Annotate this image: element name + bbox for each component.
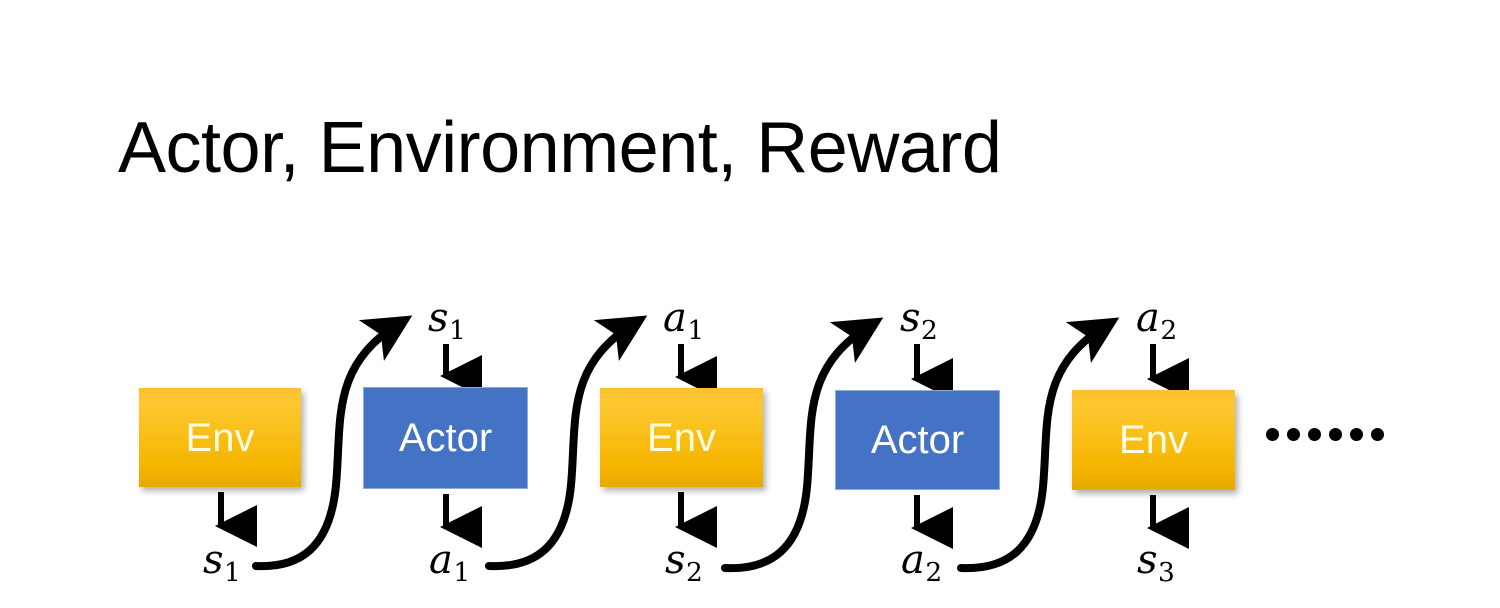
- node-env-2-label: Env: [647, 415, 716, 460]
- node-actor-1[interactable]: Actor: [363, 387, 528, 489]
- curve-a2-feedback: [957, 317, 1120, 573]
- label-top-s2: s2: [900, 298, 938, 344]
- ellipsis-dot: [1350, 428, 1363, 441]
- label-bottom-a2: a2: [901, 540, 942, 586]
- node-actor-1-label: Actor: [398, 416, 493, 460]
- label-top-s2-symbol: s: [900, 295, 921, 341]
- page-title: Actor, Environment, Reward: [118, 108, 1002, 188]
- label-bottom-a2-subscript: 2: [925, 556, 943, 588]
- node-env-2[interactable]: Env: [600, 388, 763, 487]
- label-top-a1: a1: [663, 298, 704, 344]
- label-top-a2-symbol: a: [1136, 295, 1160, 341]
- curve-a1-feedback: [485, 315, 648, 571]
- node-env-1-label: Env: [185, 415, 255, 460]
- curve-s1-feedback: [252, 315, 413, 571]
- label-bottom-s1-symbol: s: [203, 537, 224, 583]
- label-top-a2-subscript: 2: [1160, 314, 1178, 346]
- node-actor-2-label: Actor: [870, 418, 965, 462]
- ellipsis-dot: [1287, 428, 1300, 441]
- node-env-1[interactable]: Env: [139, 388, 301, 487]
- label-top-s1-subscript: 1: [449, 314, 466, 346]
- node-env-3[interactable]: Env: [1072, 390, 1235, 490]
- label-bottom-a2-symbol: a: [901, 537, 925, 583]
- label-bottom-s1: s1: [203, 540, 241, 586]
- label-top-s1-symbol: s: [428, 295, 449, 341]
- curve-s2-feedback: [721, 317, 884, 573]
- label-bottom-s3: s3: [1137, 540, 1175, 586]
- label-bottom-s2-subscript: 2: [686, 556, 703, 588]
- label-top-s2-subscript: 2: [921, 314, 938, 346]
- label-bottom-a1: a1: [429, 540, 470, 586]
- label-bottom-s2-symbol: s: [665, 537, 686, 583]
- ellipsis-dot-group-2: [1329, 428, 1384, 441]
- ellipsis-dot: [1329, 428, 1342, 441]
- ellipsis-dot-group-1: [1266, 428, 1321, 441]
- label-top-s1: s1: [428, 298, 466, 344]
- label-bottom-a1-symbol: a: [429, 537, 453, 583]
- ellipsis-dot: [1371, 428, 1384, 441]
- label-top-a1-subscript: 1: [687, 314, 705, 346]
- node-env-3-label: Env: [1119, 418, 1188, 462]
- ellipsis-dot: [1308, 428, 1321, 441]
- ellipsis-dot: [1266, 428, 1279, 441]
- ellipsis-continuation-icon: [1266, 428, 1384, 441]
- label-top-a1-symbol: a: [663, 295, 687, 341]
- label-bottom-s3-symbol: s: [1137, 537, 1158, 583]
- label-bottom-s2: s2: [665, 540, 703, 586]
- label-bottom-a1-subscript: 1: [453, 556, 471, 588]
- label-top-a2: a2: [1136, 298, 1177, 344]
- label-bottom-s1-subscript: 1: [224, 556, 241, 588]
- label-bottom-s3-subscript: 3: [1158, 556, 1175, 588]
- node-actor-2[interactable]: Actor: [835, 390, 1000, 490]
